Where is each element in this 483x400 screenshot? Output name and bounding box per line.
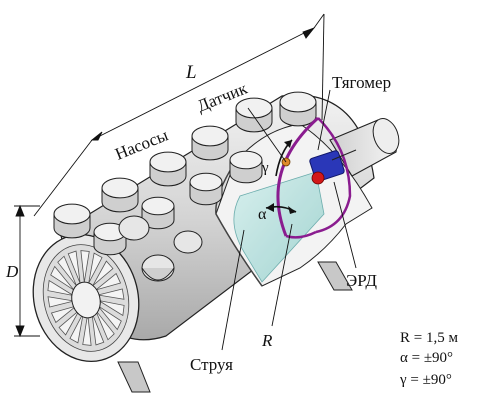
- diameter-label: D: [5, 262, 19, 281]
- fan-blade: [80, 250, 90, 283]
- pump-cylinder: [93, 222, 127, 256]
- gamma-value: γ = ±90°: [399, 372, 452, 388]
- r-value: R = 1,5 м: [400, 330, 458, 346]
- rotation-arc: [276, 116, 352, 239]
- thrust-meter-pipe: [329, 118, 400, 177]
- leader-lines: [221, 89, 357, 351]
- plasma-jet: [233, 171, 325, 283]
- fan-blade: [69, 312, 84, 344]
- radius-label: R: [261, 331, 273, 350]
- electric-thruster: [309, 149, 357, 185]
- pump-cylinders: [53, 91, 317, 256]
- side-ports: [118, 215, 203, 282]
- fan-blade: [97, 305, 122, 331]
- fan-blade: [88, 252, 103, 284]
- fan-blade: [47, 296, 74, 308]
- alpha-value: α = ±90°: [400, 350, 453, 366]
- pump-cylinder: [149, 151, 187, 187]
- erd-label: ЭРД: [346, 271, 377, 290]
- length-label: L: [185, 62, 197, 83]
- support-legs: [117, 261, 353, 393]
- pump-cylinder: [235, 97, 273, 133]
- fan-blade: [67, 250, 81, 284]
- gamma-label: γ: [261, 160, 269, 176]
- fan-blade: [98, 300, 125, 317]
- fan-blade: [92, 260, 114, 287]
- fan-blade: [91, 312, 105, 346]
- jet-label: Струя: [190, 355, 233, 374]
- diameter-dimension: [14, 204, 40, 338]
- length-dimension: [33, 13, 325, 217]
- end-cap: [32, 233, 140, 363]
- pump-cylinder: [279, 91, 317, 127]
- pump-cylinder: [229, 150, 263, 184]
- pump-cylinder: [189, 172, 223, 206]
- fan-blade: [50, 305, 77, 324]
- fan-blade: [95, 272, 122, 291]
- pump-cylinder: [191, 125, 229, 161]
- fan-blade: [98, 288, 125, 300]
- pump-cylinder: [53, 203, 91, 239]
- pump-cylinder: [101, 177, 139, 213]
- pump-cylinder: [141, 196, 175, 230]
- fan-blade: [47, 279, 74, 296]
- fan-blade: [57, 255, 77, 287]
- fan-blade: [82, 313, 92, 346]
- thrust-meter-label: Тягомер: [332, 73, 391, 92]
- fan-blade: [95, 309, 115, 341]
- alpha-label: α: [258, 206, 267, 223]
- fan-blade: [58, 309, 80, 336]
- fan-blade: [50, 265, 75, 291]
- angle-arrows: [265, 139, 297, 214]
